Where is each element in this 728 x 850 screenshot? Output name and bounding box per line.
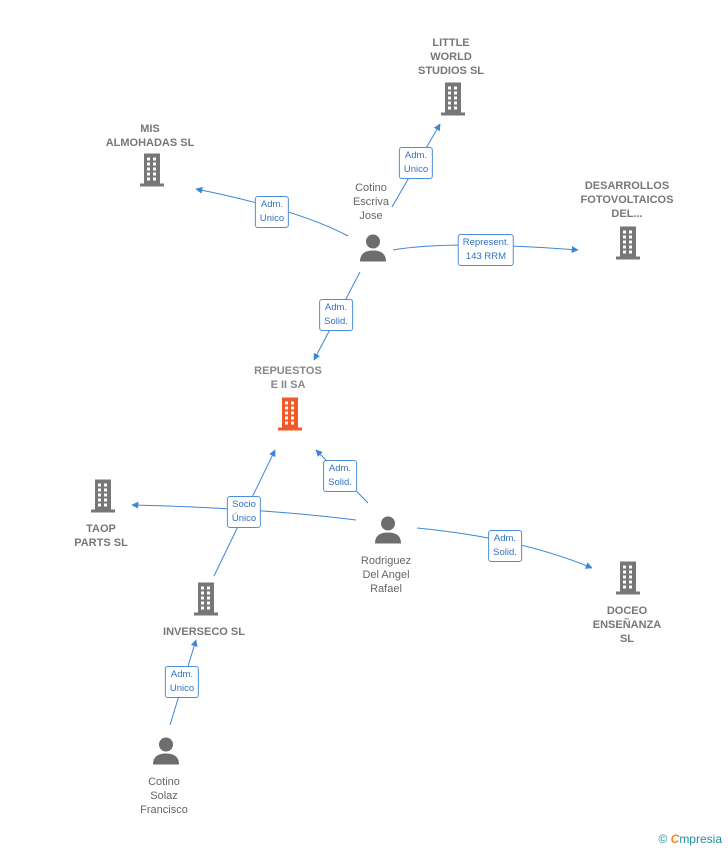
node-label-mis-almohadas[interactable]: MIS ALMOHADAS SL bbox=[105, 123, 195, 149]
person-icon[interactable] bbox=[358, 233, 388, 268]
copyright-symbol: © bbox=[658, 832, 668, 846]
node-label-little-world[interactable]: LITTLE WORLD STUDIOS SL bbox=[417, 37, 485, 77]
edge-label-e1: Adm. Unico bbox=[398, 147, 434, 179]
node-label-repuestos[interactable]: REPUESTOS E II SA bbox=[254, 365, 322, 391]
node-label-doceo[interactable]: DOCEO ENSEÑANZA SL bbox=[592, 605, 662, 645]
building-icon[interactable] bbox=[613, 226, 643, 265]
node-label-rodriguez[interactable]: Rodriguez Del Angel Rafael bbox=[360, 555, 412, 595]
edge-label-e2: Adm. Unico bbox=[254, 196, 290, 228]
person-icon[interactable] bbox=[373, 515, 403, 550]
edge-label-e6: Socio Único bbox=[226, 496, 262, 528]
brand-name: mpresia bbox=[679, 832, 722, 846]
edge-label-e8: Adm. Unico bbox=[164, 666, 200, 698]
edge-label-e3: Represent. 143 RRM bbox=[457, 234, 515, 266]
edge-label-e7: Adm. Solid. bbox=[488, 530, 522, 562]
edge-label-e5: Adm. Solid. bbox=[323, 460, 357, 492]
node-label-desarrollos[interactable]: DESARROLLOS FOTOVOLTAICOS DEL... bbox=[580, 180, 674, 220]
node-label-taop[interactable]: TAOP PARTS SL bbox=[74, 523, 128, 549]
building-icon-main[interactable] bbox=[275, 396, 305, 437]
edge-label-e4: Adm. Solid. bbox=[319, 299, 353, 331]
node-label-inverseco[interactable]: INVERSECO SL bbox=[163, 626, 245, 638]
building-icon[interactable] bbox=[613, 561, 643, 600]
building-icon[interactable] bbox=[88, 479, 118, 518]
building-icon[interactable] bbox=[137, 153, 167, 192]
person-icon[interactable] bbox=[151, 736, 181, 771]
brand-initial: C bbox=[670, 832, 680, 846]
building-icon[interactable] bbox=[191, 582, 221, 621]
node-label-cotino-escriva[interactable]: Cotino Escriva Jose bbox=[352, 182, 390, 222]
node-label-cotino-solaz[interactable]: Cotino Solaz Francisco bbox=[140, 776, 188, 816]
footer-brand: © Cmpresia bbox=[658, 832, 722, 846]
building-icon[interactable] bbox=[438, 82, 468, 121]
